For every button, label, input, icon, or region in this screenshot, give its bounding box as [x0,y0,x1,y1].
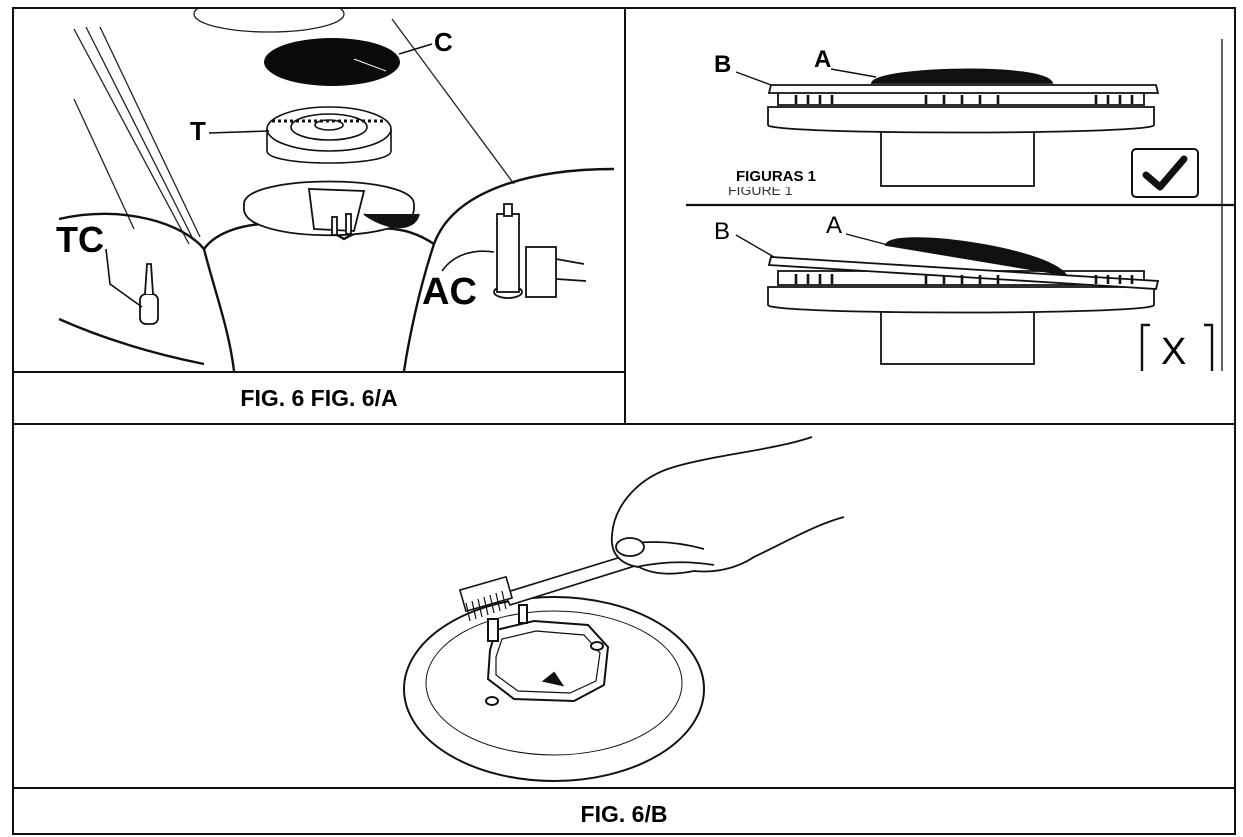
fig1-title: FIGURAS 1 [736,168,816,185]
cross-icon: X [1140,323,1214,373]
divider-caption-bottom [14,787,1234,789]
figure-sheet: C T TC AC FIG. 6 FIG. 6/A [12,0,1236,835]
label-tc: TC [56,219,104,260]
fig1-correct-label-b: B [714,51,731,78]
divider-caption-top [14,371,624,373]
fig6b-brush-cleaning-illustration [403,436,845,782]
fig1-correct-label-a: A [814,46,831,73]
fig1-wrong-label-a: A [826,212,842,239]
fig6-burner-exploded-illustration: C T TC AC [56,0,615,372]
divider-vertical [624,9,626,423]
label-ac: AC [422,271,477,313]
divider-middle [14,423,1234,425]
fig6-caption: FIG. 6 FIG. 6/A [240,385,398,411]
fig6b-panel [14,425,1234,787]
checkmark-icon [1131,148,1199,198]
fig6b-caption: FIG. 6/B [580,801,668,827]
label-c: C [434,27,453,57]
label-t: T [190,116,206,146]
fig6-panel: C T TC AC [14,0,624,372]
fig1-wrong-mark: X [1161,331,1186,371]
fig1-panel: B A FIGURE 1 FIGURAS 1 [626,9,1234,373]
fig1-wrong-label-b: B [714,218,730,245]
fig1-cap-position-illustration: B A FIGURE 1 FIGURAS 1 [686,39,1234,373]
